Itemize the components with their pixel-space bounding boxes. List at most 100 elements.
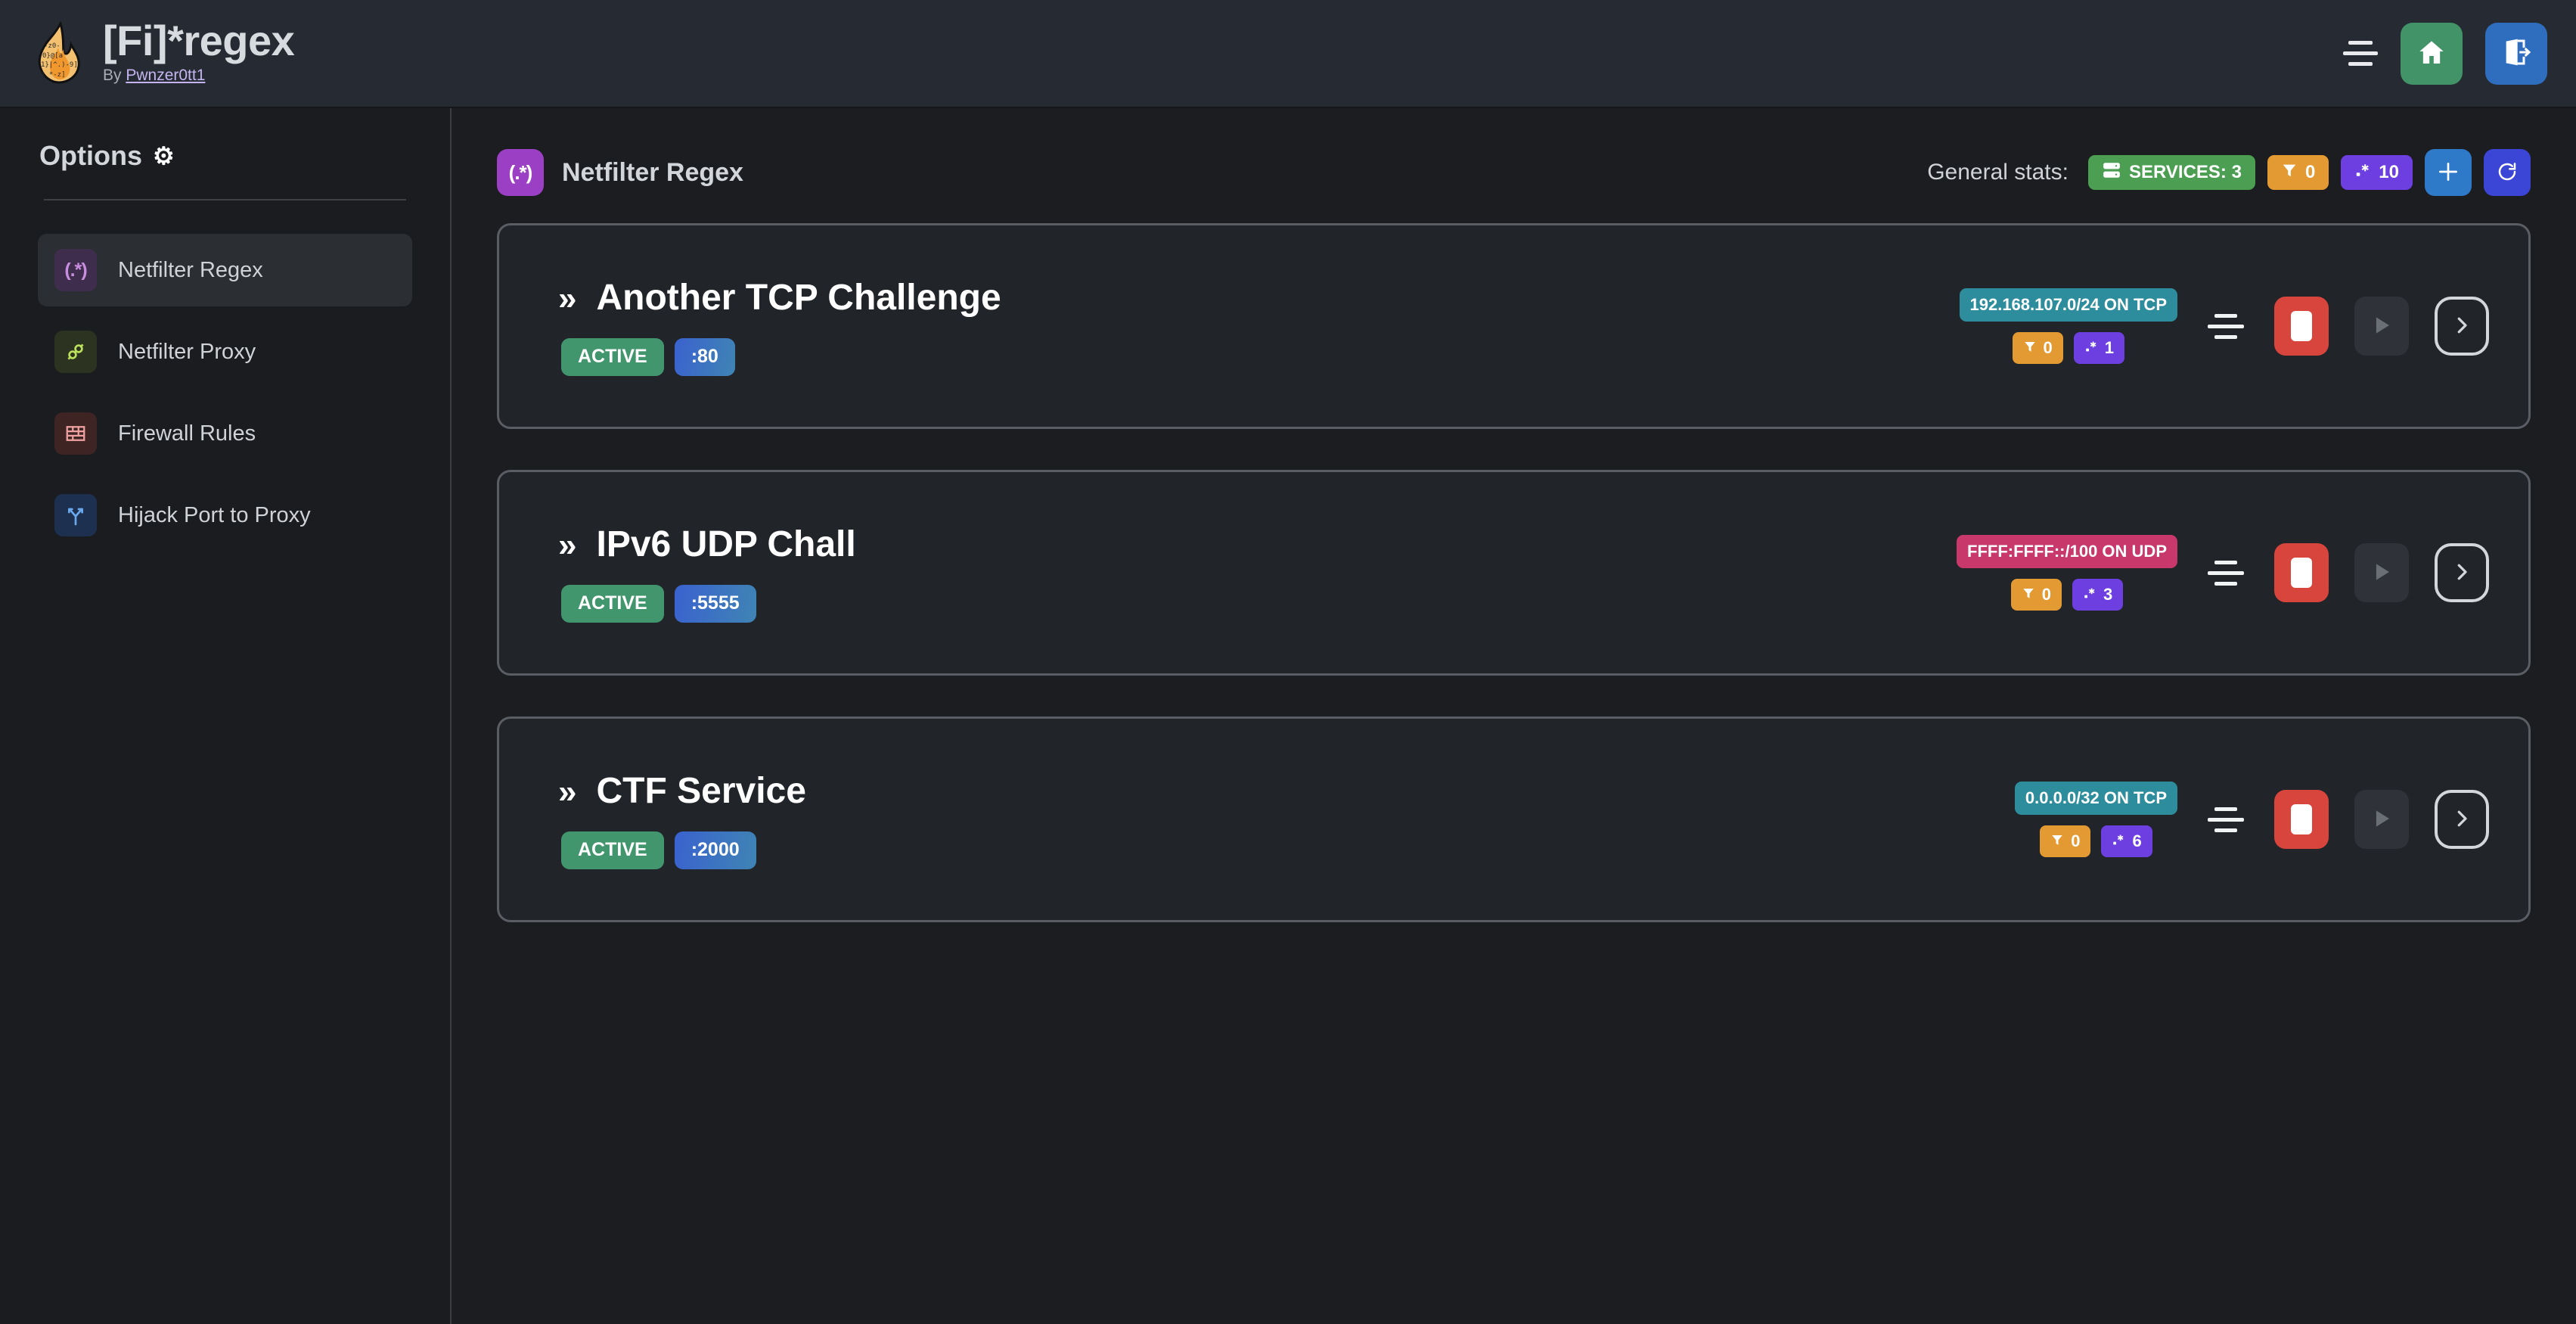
sidebar-item-firewall-rules[interactable]: Firewall Rules [38, 397, 412, 470]
service-counters: 0 1 [2012, 332, 2124, 364]
service-details-button[interactable] [2435, 297, 2489, 356]
refresh-button[interactable] [2484, 149, 2531, 196]
regex-dot-star-icon [2084, 338, 2098, 358]
general-stats-label: General stats: [1927, 160, 2069, 185]
regexes-count-label: 1 [2104, 338, 2114, 357]
service-name: CTF Service [596, 770, 806, 811]
svg-text:0}@[a: 0}@[a [42, 52, 63, 60]
brick-wall-icon [54, 412, 97, 455]
service-card[interactable]: » IPv6 UDP Chall ACTIVE :5555 FFFF:FFFF:… [497, 470, 2531, 676]
app-title: [Fi]*regex [103, 17, 295, 65]
filter-icon [2281, 162, 2298, 184]
service-details-button[interactable] [2435, 790, 2489, 849]
regexes-counter: 1 [2073, 332, 2124, 364]
chevron-right-icon [2450, 806, 2473, 834]
status-badge: ACTIVE [561, 584, 664, 623]
route-fork-icon [54, 494, 97, 536]
flame-regex-logo: -z0- 0}@[a 1}|^.)-9] 1 *-z] [30, 20, 86, 84]
play-button[interactable] [2354, 543, 2409, 602]
header-actions [2343, 22, 2547, 85]
service-counters: 0 3 [2010, 579, 2124, 611]
sliders-icon[interactable] [2208, 801, 2244, 838]
play-button[interactable] [2354, 297, 2409, 356]
status-badge-filters: 0 [2267, 155, 2329, 190]
service-controls: 192.168.107.0/24 ON TCP 0 1 [1959, 288, 2489, 364]
service-network-stats: FFFF:FFFF::/100 ON UDP 0 3 [1957, 535, 2177, 611]
author-link[interactable]: Pwnzer0tt1 [126, 66, 206, 84]
play-button[interactable] [2354, 790, 2409, 849]
double-chevron-icon: » [558, 526, 577, 564]
sidebar: Options ⚙ (.*) Netfilter Regex Netfilter… [0, 108, 452, 1324]
services-count-label: SERVICES: 3 [2128, 162, 2242, 182]
regexes-count-label: 3 [2103, 585, 2113, 604]
sliders-icon[interactable] [2208, 308, 2244, 344]
port-badge: :2000 [674, 831, 756, 869]
filter-icon [2023, 338, 2037, 358]
app-author: By Pwnzer0tt1 [103, 67, 294, 85]
chevron-right-icon [2450, 312, 2473, 340]
stop-button[interactable] [2274, 297, 2329, 356]
hamburger-menu-icon[interactable] [2343, 39, 2378, 69]
main-header: (.*) Netfilter Regex General stats: SERV… [497, 138, 2531, 207]
stop-button[interactable] [2274, 790, 2329, 849]
service-details-button[interactable] [2435, 543, 2489, 602]
stop-button[interactable] [2274, 543, 2329, 602]
sidebar-item-netfilter-regex[interactable]: (.*) Netfilter Regex [38, 234, 412, 306]
general-stats: General stats: SERVICES: 3 0 [1927, 149, 2531, 196]
service-info: » CTF Service ACTIVE :2000 [558, 770, 806, 869]
logout-icon [2501, 37, 2531, 70]
filter-icon [2022, 585, 2035, 605]
service-badges: ACTIVE :2000 [558, 831, 806, 869]
sidebar-title-label: Options [39, 140, 142, 171]
filters-count-label: 0 [2043, 338, 2053, 357]
filters-count-label: 0 [2304, 162, 2316, 182]
double-chevron-icon: » [558, 772, 577, 810]
regexes-count-label: 6 [2132, 831, 2142, 850]
service-name: IPv6 UDP Chall [596, 524, 856, 564]
svg-text:1 *-z]: 1 *-z] [41, 71, 66, 79]
service-title: » IPv6 UDP Chall [558, 524, 856, 565]
regex-dot-star-icon [2354, 162, 2371, 184]
stop-icon [2291, 311, 2312, 341]
regexes-counter: 6 [2101, 825, 2152, 857]
service-counters: 0 6 [2040, 825, 2152, 857]
service-network-stats: 192.168.107.0/24 ON TCP 0 1 [1959, 288, 2177, 364]
stop-icon [2291, 558, 2312, 588]
service-card[interactable]: » Another TCP Challenge ACTIVE :80 192.1… [497, 223, 2531, 429]
service-name: Another TCP Challenge [596, 277, 1001, 318]
brand: -z0- 0}@[a 1}|^.)-9] 1 *-z] [Fi]*regex B… [30, 17, 295, 88]
service-badges: ACTIVE :80 [558, 337, 1001, 376]
home-button[interactable] [2401, 22, 2463, 85]
plus-icon [2436, 160, 2460, 186]
sidebar-divider [44, 199, 406, 200]
gear-icon: ⚙ [152, 142, 175, 169]
double-chevron-icon: » [558, 279, 577, 317]
app-author-prefix: By [103, 66, 126, 84]
stop-icon [2291, 804, 2312, 834]
svg-text:-z0-: -z0- [44, 42, 61, 50]
services-list: » Another TCP Challenge ACTIVE :80 192.1… [497, 223, 2531, 922]
service-network-stats: 0.0.0.0/32 ON TCP 0 6 [2014, 782, 2177, 857]
logout-button[interactable] [2485, 22, 2547, 85]
app-header: -z0- 0}@[a 1}|^.)-9] 1 *-z] [Fi]*regex B… [0, 0, 2576, 108]
add-service-button[interactable] [2425, 149, 2472, 196]
filter-icon [2050, 831, 2064, 851]
service-card[interactable]: » CTF Service ACTIVE :2000 0.0.0.0/32 ON… [497, 716, 2531, 922]
sidebar-item-hijack-port-to-proxy[interactable]: Hijack Port to Proxy [38, 479, 412, 552]
network-badge: FFFF:FFFF::/100 ON UDP [1957, 535, 2177, 568]
play-icon [2369, 806, 2394, 834]
page-title: Netfilter Regex [562, 157, 743, 187]
network-badge: 192.168.107.0/24 ON TCP [1959, 288, 2177, 322]
filters-counter: 0 [2012, 332, 2063, 364]
sliders-icon[interactable] [2208, 555, 2244, 591]
service-title: » Another TCP Challenge [558, 277, 1001, 319]
regexes-counter: 3 [2072, 579, 2124, 611]
sidebar-item-label: Netfilter Proxy [118, 339, 256, 364]
service-info: » Another TCP Challenge ACTIVE :80 [558, 277, 1001, 376]
sidebar-item-label: Hijack Port to Proxy [118, 502, 311, 527]
status-badge: ACTIVE [561, 831, 664, 869]
status-badge-regexes: 10 [2341, 155, 2413, 190]
home-icon [2416, 37, 2447, 70]
regex-dot-star-icon [2083, 585, 2096, 605]
sidebar-item-netfilter-proxy[interactable]: Netfilter Proxy [38, 315, 412, 388]
